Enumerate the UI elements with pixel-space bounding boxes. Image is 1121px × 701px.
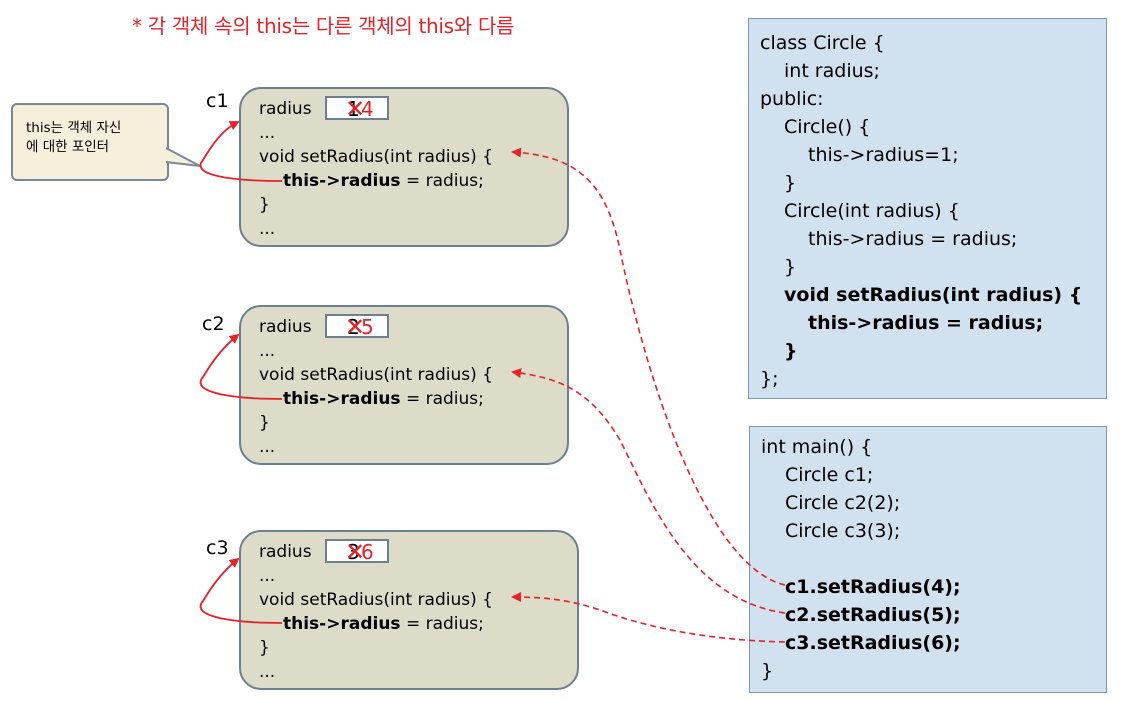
main-code-box: int main() { Circle c1; Circle c2(2); Ci… [749,426,1107,693]
field-label: radius [259,99,312,119]
class-code-box: class Circle { int radius; public: Circl… [748,18,1107,399]
this-pointer-callout: this는 객체 자신 에 대한 포인터 [11,103,169,181]
close-brace: } [259,638,270,658]
code-line: }; [760,368,779,390]
code-line: Circle c2(2); [785,492,901,514]
method-signature: void setRadius(int radius) { [259,590,493,610]
callout-line-2: 에 대한 포인터 [26,139,110,155]
call-arrow-c1 [511,147,786,586]
code-line: public: [760,88,824,110]
code-line-highlight: this->radius = radius; [808,312,1044,334]
this-assignment: this->radius = radius; [283,387,484,411]
assign-text: = radius; [400,171,484,191]
call-c2: c2.setRadius(5); [785,604,961,626]
object-name-c3: c3 [206,537,229,559]
field-label: radius [259,317,312,337]
close-brace: } [259,195,270,215]
ellipsis-line: ... [259,219,276,239]
call-c1: c1.setRadius(4); [785,576,961,598]
code-line: this->radius=1; [808,144,959,166]
code-line: } [784,256,797,278]
callout-tail [165,147,201,167]
object-c3: radius 3 ✕ 6 ... void setRadius(int radi… [239,530,579,690]
code-line: } [784,172,797,194]
code-line: this->radius = radius; [808,228,1018,250]
code-line-highlight: void setRadius(int radius) { [784,284,1083,306]
radius-value-box: 2 ✕ 5 [325,313,389,341]
this-keyword: this->radius [283,389,401,409]
call-arrow-c3 [511,592,786,643]
this-keyword: this->radius [283,614,401,634]
old-value: 2 [347,315,360,339]
ellipsis-line: ... [259,123,276,143]
code-line: Circle c3(3); [785,520,901,542]
code-line: int main() { [761,436,873,458]
radius-value-box: 3 ✕ 6 [325,538,389,566]
this-assignment: this->radius = radius; [283,612,484,636]
assign-text: = radius; [400,614,484,634]
call-c3: c3.setRadius(6); [785,632,961,654]
strike-x-icon: ✕ [345,313,366,341]
code-line: } [761,660,774,682]
field-label: radius [259,542,312,562]
new-value: 5 [361,315,374,339]
ellipsis-line: ... [259,341,276,361]
new-value: 4 [361,97,374,121]
method-signature: void setRadius(int radius) { [259,365,493,385]
strike-x-icon: ✕ [345,538,366,566]
this-keyword: this->radius [283,171,401,191]
object-c1: radius 1 ✕ 4 ... void setRadius(int radi… [239,87,569,247]
header-note: * 각 객체 속의 this는 다른 객체의 this와 다름 [132,14,515,38]
method-signature: void setRadius(int radius) { [259,147,493,167]
new-value: 6 [361,540,374,564]
code-line: class Circle { [760,32,885,54]
old-value: 3 [347,540,360,564]
strike-x-icon: ✕ [345,95,366,123]
object-name-c1: c1 [206,90,229,112]
code-line: Circle(int radius) { [784,200,960,222]
ellipsis-line: ... [259,437,276,457]
this-arrow-c3 [199,557,283,624]
code-line: int radius; [784,60,880,82]
object-name-c2: c2 [202,313,225,335]
old-value: 1 [347,97,360,121]
ellipsis-line: ... [259,566,276,586]
this-arrow-c2 [199,333,283,400]
this-arrow-c1 [199,121,283,182]
call-arrow-c2 [511,368,786,614]
radius-value-box: 1 ✕ 4 [325,95,389,123]
object-c2: radius 2 ✕ 5 ... void setRadius(int radi… [239,305,569,465]
code-line-highlight: } [784,340,798,362]
code-line: Circle c1; [785,464,874,486]
assign-text: = radius; [400,389,484,409]
code-line: Circle() { [784,116,871,138]
ellipsis-line: ... [259,662,276,682]
callout-line-1: this는 객체 자신 [26,120,122,136]
close-brace: } [259,413,270,433]
this-assignment: this->radius = radius; [283,169,484,193]
